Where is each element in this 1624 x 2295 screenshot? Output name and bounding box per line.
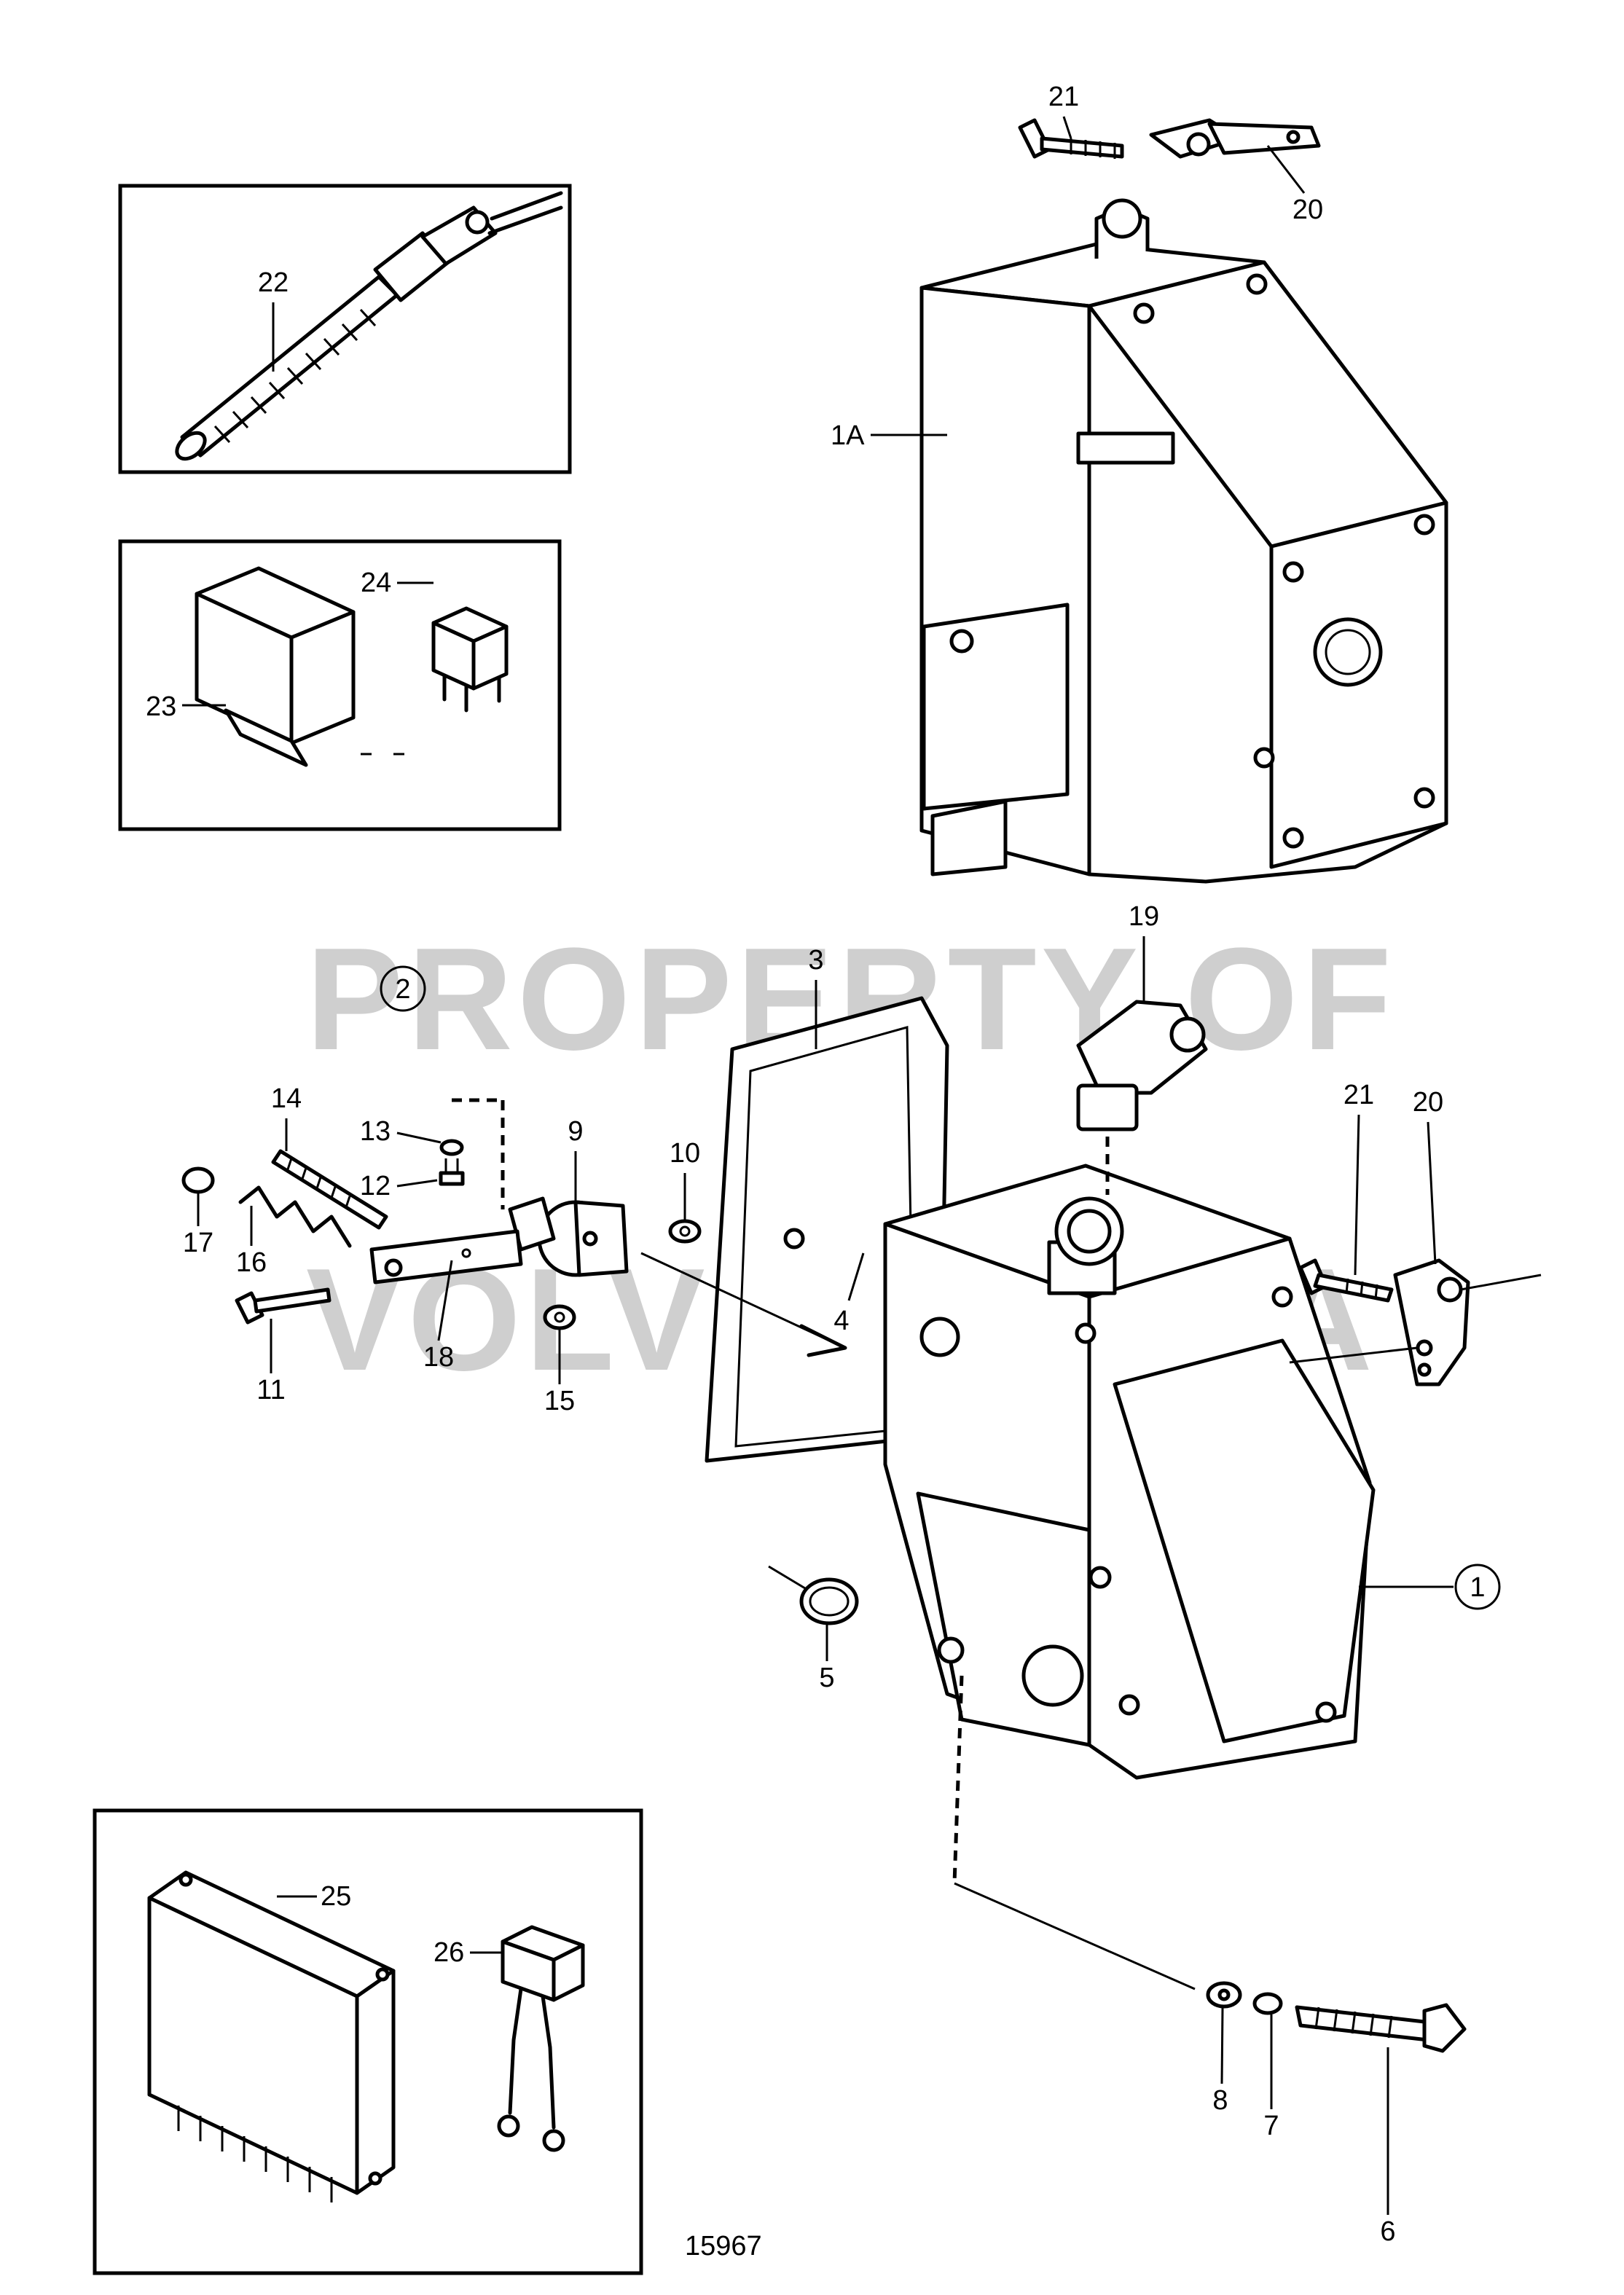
callout-10: 10 — [670, 1138, 700, 1220]
svg-text:15: 15 — [544, 1386, 575, 1416]
svg-text:21: 21 — [1048, 82, 1079, 112]
callout-21-top: 21 — [1048, 82, 1079, 139]
nut-part-10 — [668, 1219, 702, 1244]
callout-17: 17 — [183, 1193, 213, 1258]
svg-text:1A: 1A — [831, 420, 865, 451]
callout-20-right: 20 — [1413, 1087, 1443, 1265]
callout-12: 12 — [360, 1171, 438, 1201]
callout-8: 8 — [1212, 2007, 1228, 2116]
callout-4: 4 — [833, 1252, 865, 1336]
callout-5: 5 — [819, 1625, 835, 1693]
callout-26: 26 — [434, 1937, 503, 1968]
svg-text:13: 13 — [360, 1116, 391, 1147]
callout-23: 23 — [146, 691, 226, 722]
callout-19: 19 — [1129, 901, 1159, 1002]
elbow-connector-part-19 — [1076, 1000, 1208, 1195]
callout-9: 9 — [568, 1116, 584, 1202]
callout-16: 16 — [236, 1206, 267, 1278]
callout-6: 6 — [1380, 2047, 1396, 2247]
svg-text:16: 16 — [236, 1247, 267, 1278]
svg-text:2: 2 — [395, 974, 410, 1005]
callout-14: 14 — [271, 1083, 302, 1151]
rod-part-14 — [271, 1149, 388, 1230]
svg-text:7: 7 — [1263, 2111, 1279, 2141]
housing-part-1 — [883, 1164, 1376, 1780]
callout-15: 15 — [544, 1330, 575, 1416]
bolt-part-6 — [1295, 2003, 1467, 2053]
screw-part-12 — [439, 1158, 465, 1186]
svg-text:11: 11 — [256, 1375, 285, 1405]
svg-text:3: 3 — [808, 945, 823, 976]
svg-text:6: 6 — [1380, 2216, 1395, 2247]
callout-3: 3 — [808, 945, 824, 1049]
nut-part-15 — [543, 1304, 576, 1330]
callout-13: 13 — [360, 1116, 442, 1147]
svg-text:21: 21 — [1343, 1080, 1374, 1110]
lever-arm-part-20-right — [1289, 1258, 1542, 1386]
inset-box-electronics — [93, 1808, 643, 2275]
svg-text:18: 18 — [423, 1342, 454, 1373]
relay-part-26 — [497, 1925, 585, 2152]
svg-text:20: 20 — [1413, 1087, 1443, 1118]
svg-text:8: 8 — [1212, 2085, 1228, 2116]
callouts: 1 1A 2 3 4 5 6 7 8 — [146, 82, 1501, 2247]
callout-18: 18 — [423, 1260, 454, 1373]
lock-washer-part-7 — [1252, 1992, 1283, 2015]
svg-text:25: 25 — [321, 1881, 351, 1912]
inset-frame-25-26 — [93, 1808, 643, 2275]
inset-box-sensor-cable — [118, 184, 572, 474]
callout-11: 11 — [256, 1319, 286, 1405]
callout-1A: 1A — [831, 420, 947, 451]
svg-text:5: 5 — [819, 1663, 834, 1693]
sensor-cable-part-22 — [175, 191, 563, 461]
svg-text:17: 17 — [183, 1228, 213, 1258]
callout-22: 22 — [258, 267, 289, 372]
svg-text:23: 23 — [146, 691, 176, 722]
svg-text:1: 1 — [1470, 1572, 1485, 1603]
control-box-part-23 — [195, 566, 356, 767]
callout-2: 2 — [380, 965, 426, 1012]
svg-text:22: 22 — [258, 267, 289, 298]
svg-text:20: 20 — [1292, 195, 1323, 225]
washer-part-13 — [439, 1139, 464, 1156]
callout-7: 7 — [1263, 2014, 1279, 2141]
svg-text:12: 12 — [360, 1171, 391, 1201]
o-ring-part-5 — [768, 1565, 859, 1625]
bolt-part-21-right — [1298, 1258, 1394, 1303]
spring-part-16 — [238, 1185, 352, 1248]
callout-24: 24 — [361, 568, 434, 598]
svg-text:26: 26 — [434, 1937, 464, 1968]
sensor-housing-part-1A — [919, 198, 1448, 884]
bolt-part-11 — [235, 1287, 332, 1325]
inset-frame-22 — [118, 184, 572, 474]
svg-text:19: 19 — [1129, 901, 1159, 932]
svg-text:24: 24 — [361, 568, 391, 598]
cap-nut-part-17 — [181, 1166, 215, 1194]
plate-part-18 — [369, 1229, 523, 1284]
control-unit-part-25 — [147, 1870, 396, 2202]
lever-arm-part-20-top — [1149, 118, 1321, 159]
callout-25: 25 — [277, 1881, 351, 1912]
relay-part-24 — [431, 606, 509, 713]
drawing-number: 15967 — [685, 2231, 762, 2261]
bolt-part-21-top — [1018, 118, 1124, 159]
callout-20-top: 20 — [1266, 145, 1323, 225]
callout-1: 1 — [1359, 1564, 1501, 1610]
svg-text:10: 10 — [670, 1138, 700, 1169]
washer-part-8 — [1206, 1981, 1242, 2009]
callout-21-right: 21 — [1343, 1080, 1374, 1276]
svg-text:14: 14 — [271, 1083, 302, 1114]
inset-frame-23-24 — [118, 539, 562, 831]
svg-text:9: 9 — [568, 1116, 583, 1147]
svg-text:4: 4 — [833, 1306, 849, 1336]
inset-box-relays — [118, 539, 562, 831]
